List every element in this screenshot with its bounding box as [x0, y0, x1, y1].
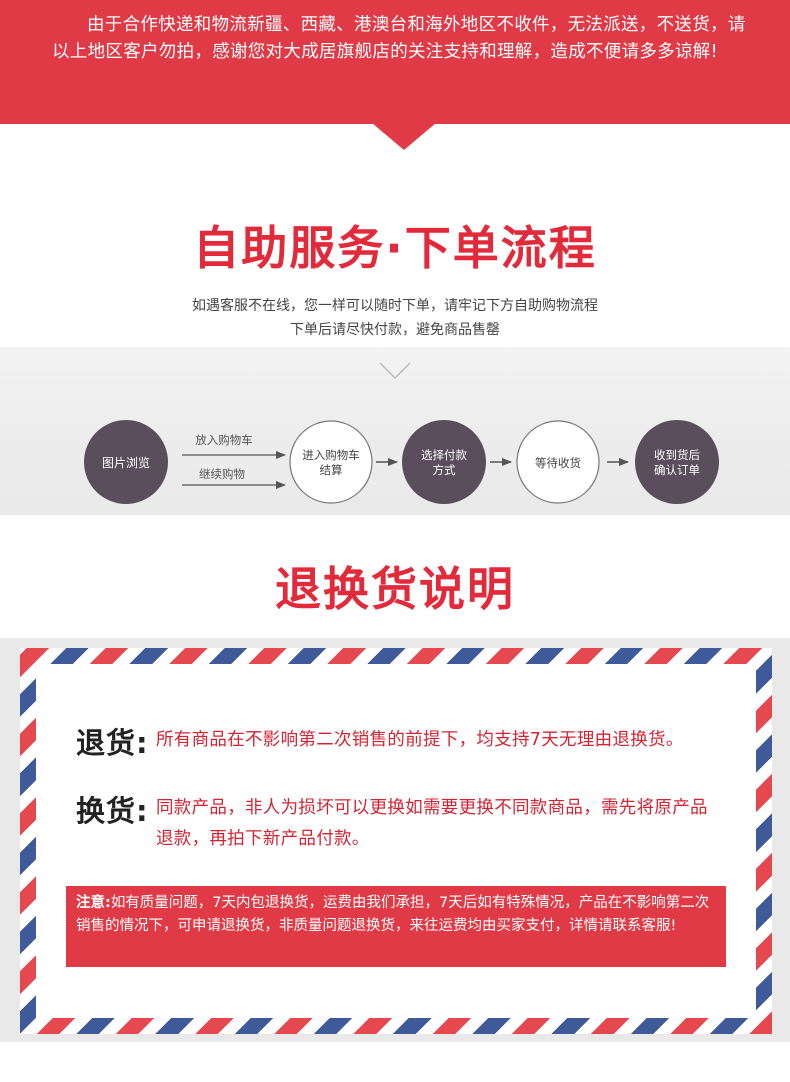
branch-add-cart-label: 放入购物车: [195, 433, 253, 447]
returns-section: 退货: 所有商品在不影响第二次销售的前提下，均支持7天无理由退换货。 换货: 同…: [0, 638, 790, 1042]
returns-title: 退换货说明: [275, 562, 515, 616]
airmail-border: 退货: 所有商品在不影响第二次销售的前提下，均支持7天无理由退换货。 换货: 同…: [20, 648, 772, 1034]
return-label: 退货:: [76, 726, 149, 760]
return-text: 所有商品在不影响第二次销售的前提下，均支持7天无理由退换货。: [156, 730, 684, 750]
self-service-subtitle-2: 下单后请尽快付款，避免商品售罄: [290, 322, 500, 338]
step-browse-circle: [84, 420, 168, 504]
step-browse-label: 图片浏览: [102, 455, 150, 470]
self-service-title: 自助服务·下单流程: [193, 221, 597, 275]
step-cart-label-2: 结算: [320, 463, 343, 477]
returns-card: 退货: 所有商品在不影响第二次销售的前提下，均支持7天无理由退换货。 换货: 同…: [36, 664, 756, 1018]
banner-down-arrow: [372, 123, 436, 150]
note-box: 注意:如有质量问题，7天内包退换货，运费由我们承担，7天后如有特殊情况，产品在不…: [66, 886, 726, 967]
step-wait-label: 等待收货: [535, 456, 581, 470]
exchange-label: 换货:: [76, 794, 149, 828]
chevron-down-icon: [379, 362, 411, 380]
notice-banner: 由于合作快递和物流新疆、西藏、港澳台和海外地区不收件，无法派送，不送货，请以上地…: [0, 0, 790, 124]
exchange-text: 同款产品，非人为损坏可以更换如需要更换不同款商品，需先将原产品退款，再拍下新产品…: [156, 798, 708, 849]
step-confirm-circle: [635, 420, 719, 504]
step-cart-label-1: 进入购物车: [302, 448, 360, 462]
order-flow-diagram: 图片浏览 放入购物车 继续购物 进入购物车 结算 选择付款 方式 等待收货 收到…: [0, 347, 790, 515]
step-payment-label-2: 方式: [433, 463, 456, 477]
branch-continue-label: 继续购物: [199, 467, 245, 481]
step-payment-circle: [402, 420, 486, 504]
notice-text: 由于合作快递和物流新疆、西藏、港澳台和海外地区不收件，无法派送，不送货，请以上地…: [52, 15, 746, 62]
step-wait-circle: [516, 420, 600, 504]
step-confirm-label-1: 收到货后: [654, 448, 700, 462]
order-flow-svg: 图片浏览 放入购物车 继续购物 进入购物车 结算 选择付款 方式 等待收货 收到…: [84, 362, 719, 504]
step-payment-label-1: 选择付款: [421, 448, 467, 462]
step-confirm-label-2: 确认订单: [654, 463, 700, 477]
step-cart-circle: [289, 420, 373, 504]
note-text: 如有质量问题，7天内包退换货，运费由我们承担，7天后如有特殊情况，产品在不影响第…: [76, 895, 710, 934]
self-service-subtitle-1: 如遇客服不在线，您一样可以随时下单，请牢记下方自助购物流程: [192, 298, 598, 314]
note-label: 注意:: [76, 895, 111, 911]
